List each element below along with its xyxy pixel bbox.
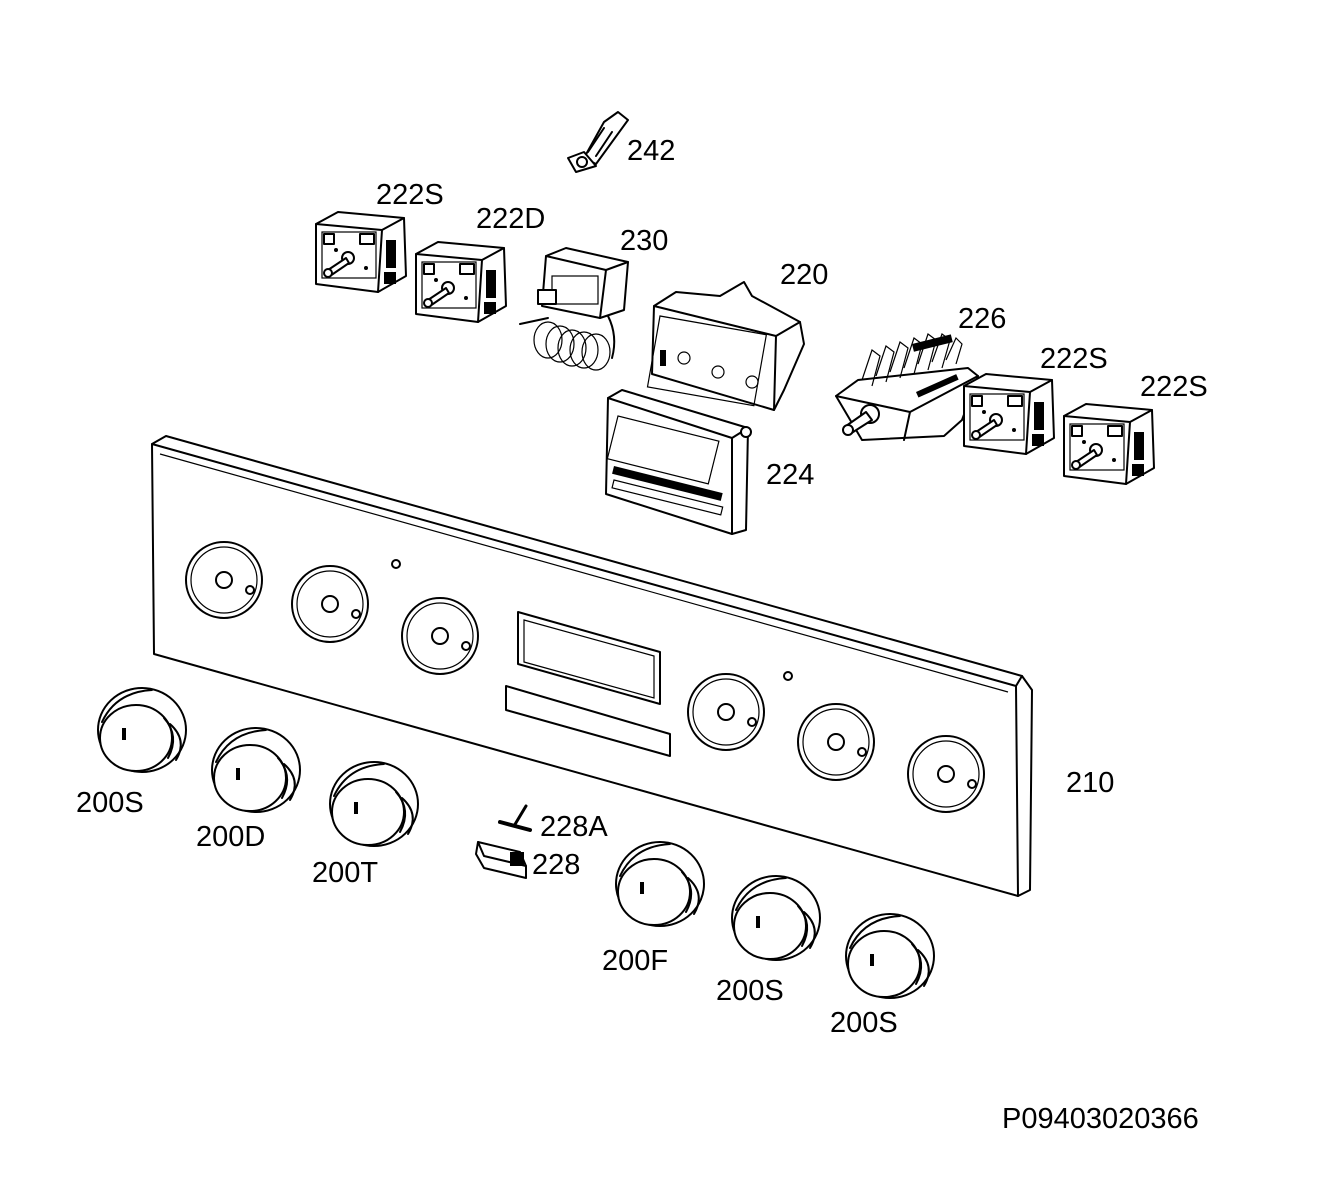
part-224-timer-module [605,389,752,535]
label-200f: 200F [602,945,668,977]
part-242-fuse [567,111,629,173]
label-200s-2: 200S [716,975,784,1007]
label-228a: 228A [540,811,608,843]
label-200t: 200T [312,857,378,889]
label-200s-1: 200S [76,787,144,819]
label-222d: 222D [476,203,545,235]
part-210-control-panel [151,435,1033,897]
part-222d-switch [415,241,507,323]
label-200s-3: 200S [830,1007,898,1039]
label-222s-right-1: 222S [1040,343,1108,375]
label-222s-right-2: 222S [1140,371,1208,403]
part-200s-knob-3 [845,913,935,999]
part-200d-knob [211,727,301,813]
part-222s-switch-top-left [315,211,407,293]
label-222s-top-left: 222S [376,179,444,211]
label-210: 210 [1066,767,1114,799]
label-220: 220 [780,259,828,291]
part-200s-knob-1 [97,687,187,773]
part-228-lens [475,841,527,879]
part-200s-knob-2 [731,875,821,961]
label-242: 242 [627,135,675,167]
label-200d: 200D [196,821,265,853]
part-200t-knob [329,761,419,847]
part-222s-switch-right-1 [963,373,1055,455]
label-228: 228 [532,849,580,881]
part-228a-lamp [498,804,532,832]
part-222s-switch-right-2 [1063,403,1155,485]
part-226-selector-switch [835,333,979,441]
label-224: 224 [766,459,814,491]
label-230: 230 [620,225,668,257]
label-226: 226 [958,303,1006,335]
drawing-id: P09403020366 [1002,1103,1199,1135]
part-220-display-housing [646,281,805,411]
part-230-regulator [519,247,629,371]
part-200f-knob [615,841,705,927]
